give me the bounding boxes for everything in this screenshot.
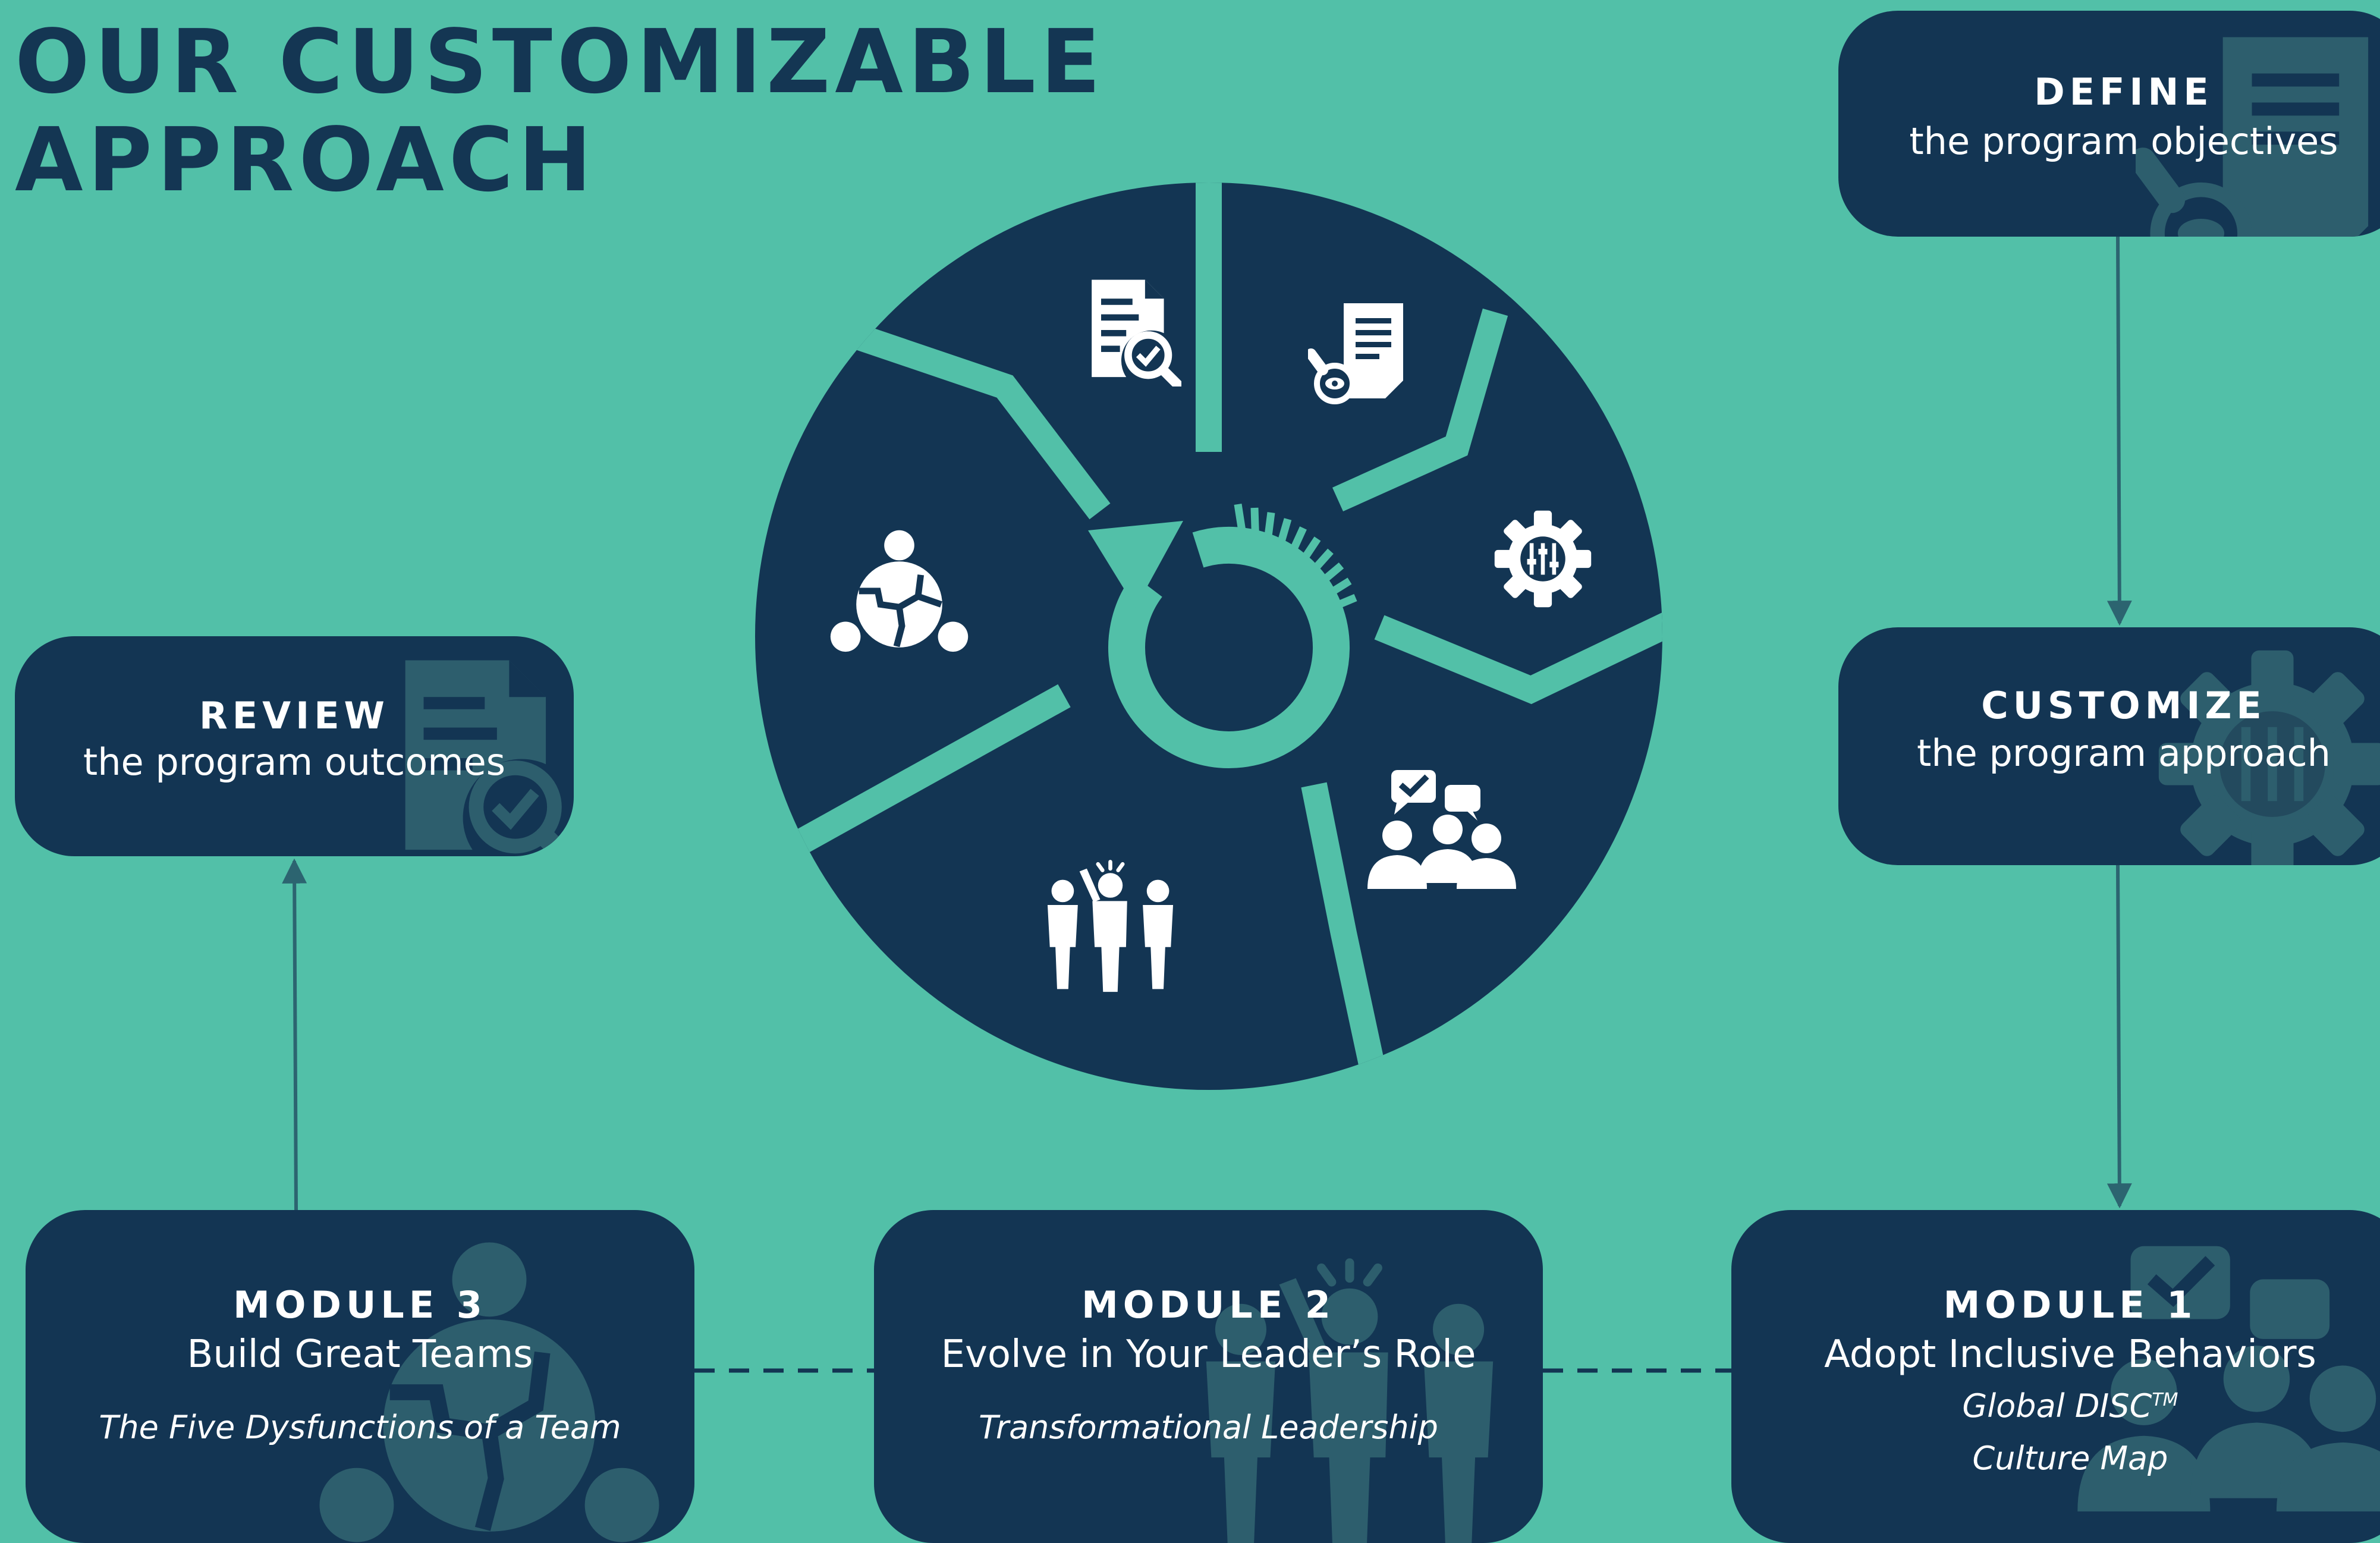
team-idea-icon xyxy=(1048,862,1173,992)
customize-text: the program approach xyxy=(1917,731,2331,775)
wheel-gaps xyxy=(755,183,1662,1090)
customize-heading: CUSTOMIZE xyxy=(1981,684,2266,727)
define-text: the program objectives xyxy=(1909,120,2338,163)
module-3-box: MODULE 3 Build Great Teams The Five Dysf… xyxy=(26,1210,694,1543)
module-1-item: Global DISCTM xyxy=(1962,1387,2178,1425)
module-2-heading: MODULE 2 xyxy=(1081,1283,1335,1327)
page-title: OUR CUSTOMIZABLE xyxy=(15,11,1106,113)
module-2-box: MODULE 2 Evolve in Your Leader’s Role Tr… xyxy=(874,1210,1543,1543)
define-step-box: DEFINE the program objectives xyxy=(1838,11,2380,237)
trademark-mark: TM xyxy=(2152,1390,2178,1410)
gear-sliders-icon xyxy=(1495,511,1591,607)
module-1-title: Adopt Inclusive Behaviors xyxy=(1824,1333,2316,1377)
module-2-item: Transformational Leadership xyxy=(979,1409,1438,1446)
center-cycle-arrow xyxy=(1088,503,1357,768)
module-3-item: The Five Dysfunctions of a Team xyxy=(99,1409,621,1446)
customize-step-box: CUSTOMIZE the program approach xyxy=(1838,627,2380,865)
page-title-line-2: APPROACH xyxy=(15,109,597,211)
module-3-title: Build Great Teams xyxy=(187,1333,533,1377)
review-step-box: REVIEW the program outcomes xyxy=(15,636,574,856)
module-1-heading: MODULE 1 xyxy=(1943,1283,2197,1327)
module-1-box: MODULE 1 Adopt Inclusive Behaviors Globa… xyxy=(1731,1210,2380,1543)
wheel-gap-2 xyxy=(1332,308,1508,512)
module-1-item-2: Culture Map xyxy=(1972,1440,2168,1477)
review-heading: REVIEW xyxy=(199,694,389,737)
module-3-heading: MODULE 3 xyxy=(233,1283,487,1327)
define-heading: DEFINE xyxy=(2034,70,2214,114)
module-2-title: Evolve in Your Leader’s Role xyxy=(941,1333,1476,1377)
review-text: the program outcomes xyxy=(83,740,506,784)
